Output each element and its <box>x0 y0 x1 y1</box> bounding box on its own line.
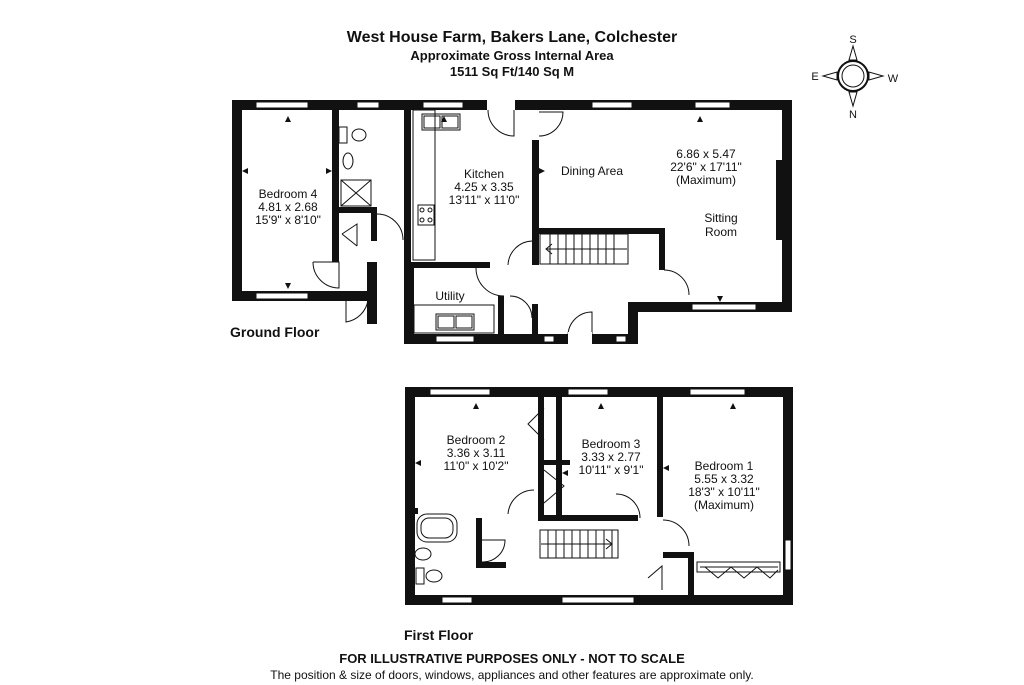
kitchen-metric: 4.25 x 3.35 <box>454 180 514 194</box>
gf-south-wall-utility <box>404 334 638 344</box>
gf-east-wall <box>782 100 792 312</box>
utility-sink-icon <box>435 313 475 331</box>
disclaimer-text: The position & size of doors, windows, a… <box>270 668 754 682</box>
bedroom3-imperial: 10'11" x 9'1" <box>579 463 644 477</box>
kitchen-sink-icon <box>421 113 461 131</box>
ff-cupboard-east-wall <box>688 552 694 597</box>
gf-utility-west-wall <box>404 262 414 344</box>
sitting-room-name-line1: Sitting <box>704 211 737 225</box>
disclaimer-heading: FOR ILLUSTRATIVE PURPOSES ONLY - NOT TO … <box>339 651 685 666</box>
gf-cupboard-wall <box>371 207 377 241</box>
ground-floor-label: Ground Floor <box>230 324 320 340</box>
bedroom1-metric: 5.55 x 3.32 <box>694 472 754 486</box>
ff-east-wall <box>783 387 793 605</box>
hob-icon <box>417 204 435 226</box>
ff-west-wall <box>405 387 415 605</box>
gf-bed4-ensuite-wall <box>332 110 339 262</box>
bedroom3-name: Bedroom 3 <box>582 437 641 451</box>
ff-bed2-bed3-wall <box>556 397 562 517</box>
bedroom4-name: Bedroom 4 <box>259 187 318 201</box>
ff-wardrobe-wall <box>538 397 544 521</box>
area-caption: Approximate Gross Internal Area <box>410 48 614 63</box>
ground-floor-windows <box>255 101 757 343</box>
gf-stair-north-wall <box>532 228 665 234</box>
compass-west-label: W <box>888 73 899 85</box>
gf-kitchen-utility-wall <box>404 262 490 268</box>
bath-icon <box>416 513 458 543</box>
ff-toilet-icon <box>425 569 443 583</box>
bedroom2-metric: 3.36 x 3.11 <box>447 446 506 460</box>
gf-cloak-west-wall <box>498 296 504 336</box>
gf-cloak-east-wall <box>532 304 538 336</box>
ff-airing-south-wall <box>476 562 506 568</box>
property-address: West House Farm, Bakers Lane, Colchester <box>346 29 678 46</box>
ff-dimension-markers <box>415 403 736 476</box>
gf-stair-east-wall <box>659 228 665 270</box>
bedroom1-name: Bedroom 1 <box>695 459 754 473</box>
bedroom1-imperial: 18'3" x 10'11" <box>688 485 760 499</box>
first-floor-fixtures <box>414 513 458 585</box>
first-floor-windows <box>429 388 792 604</box>
utility-name: Utility <box>435 289 464 303</box>
sitting-room-note: (Maximum) <box>676 173 736 187</box>
gf-kitchen-dining-wall <box>532 140 539 265</box>
gf-ensuite-south-wall <box>339 207 377 213</box>
bedroom4-imperial: 15'9" x 8'10" <box>255 213 321 227</box>
ff-bathroom-east-wall <box>476 508 482 568</box>
area-value: 1511 Sq Ft/140 Sq M <box>449 64 575 79</box>
gf-step-wall <box>628 302 638 344</box>
compass-icon <box>821 44 885 108</box>
bedroom2-imperial: 11'0" x 10'2" <box>444 459 509 473</box>
gf-west-wall <box>232 100 242 301</box>
sitting-room-name-line2: Room <box>705 225 737 239</box>
ff-bed3-bed1-wall <box>657 397 663 517</box>
compass-north-label: N <box>849 109 857 121</box>
sitting-room-imperial: 22'6" x 17'11" <box>670 160 742 174</box>
first-floor-label: First Floor <box>404 627 474 643</box>
gf-ensuite-kitchen-wall <box>404 110 411 270</box>
ground-floor-fixtures <box>338 109 495 334</box>
ff-landing-north-wall <box>538 515 638 521</box>
gf-toilet-icon <box>342 152 354 170</box>
bedroom3-metric: 3.33 x 2.77 <box>581 450 641 464</box>
ff-cupboard-wall <box>663 552 693 558</box>
bedroom4-metric: 4.81 x 2.68 <box>258 200 318 214</box>
ground-floor-plan <box>232 100 792 344</box>
bedroom2-name: Bedroom 2 <box>447 433 506 447</box>
sitting-room-metric: 6.86 x 5.47 <box>676 147 736 161</box>
gf-staircase-icon <box>539 233 629 265</box>
gf-porch-east-wall <box>367 262 377 324</box>
ff-basin-icon <box>414 547 432 561</box>
shower-tray-icon <box>340 179 372 207</box>
kitchen-imperial: 13'11" x 11'0" <box>449 193 520 207</box>
ff-wardrobe-shelf <box>544 460 570 465</box>
ff-staircase-icon <box>539 529 619 559</box>
compass-east-label: E <box>811 71 818 83</box>
gf-dimension-markers <box>242 116 782 302</box>
gf-fireplace <box>776 160 782 240</box>
ground-floor-doors <box>312 98 690 346</box>
bedroom1-note: (Maximum) <box>694 498 754 512</box>
compass-south-label: S <box>849 34 856 46</box>
kitchen-name: Kitchen <box>464 167 504 181</box>
dining-area-name: Dining Area <box>561 164 623 178</box>
